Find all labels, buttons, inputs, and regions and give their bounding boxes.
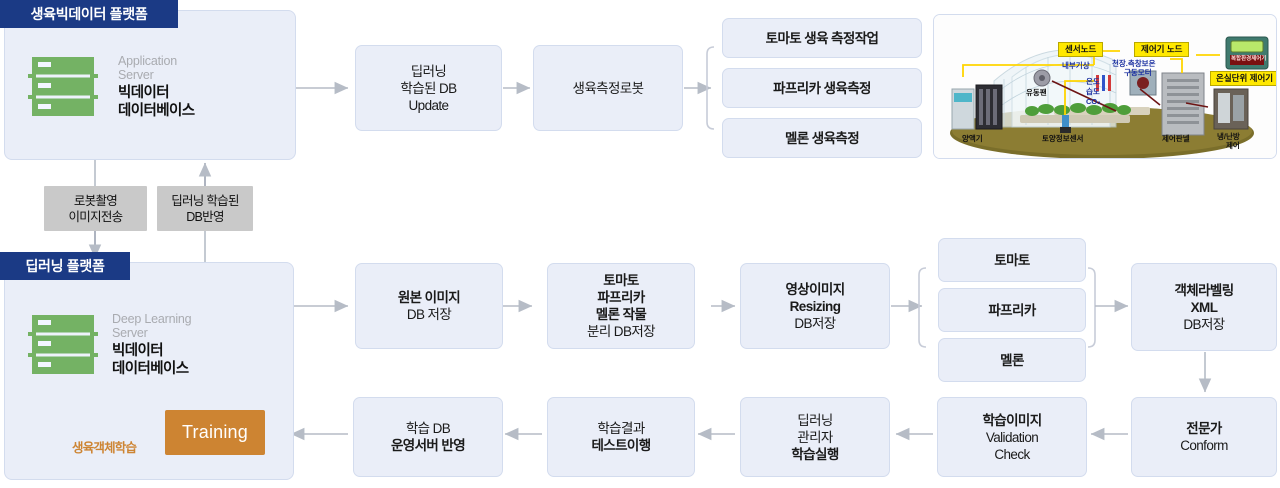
node-line: Validation: [985, 429, 1039, 445]
training-box[interactable]: Training: [165, 410, 265, 455]
node-line: 원본 이미지: [397, 290, 461, 305]
node-line: DB저장: [1183, 316, 1225, 332]
deep-learning-server-text: Deep Learning Server 빅데이터 데이터베이스: [112, 312, 287, 378]
greenhouse-label-drive-motor: 구동모터: [1124, 68, 1152, 77]
greenhouse-tag-sensor-node: 센서노드: [1058, 42, 1104, 57]
node-line: 분리 DB저장: [587, 324, 656, 339]
node-line: 영상이미지: [785, 281, 845, 297]
growth-object-learning-caption: 생육객체학습: [72, 441, 137, 455]
deep-learning-server-sub-line1: Deep Learning: [112, 312, 192, 326]
node-image-resizing-db-store[interactable]: 영상이미지 Resizing DB저장: [740, 263, 890, 349]
node-line: 생육측정로봇: [572, 80, 645, 96]
node-line: DB저장: [794, 315, 836, 331]
node-line: 멜론: [1000, 352, 1024, 368]
greenhouse-photo-frame: 센서노드 제어기 노드 온실단위 제어기 내부기상 천장.측창보온 구동모터 온…: [933, 14, 1277, 159]
node-paprika-growth-measurement[interactable]: 파프리카 생육측정: [722, 68, 922, 108]
node-tomato-growth-measurement-task[interactable]: 토마토 생육 측정작업: [722, 18, 922, 58]
node-expert-conform[interactable]: 전문가 Conform: [1131, 397, 1277, 477]
growth-bigdata-server-main-line2: 데이터베이스: [118, 103, 195, 119]
node-line: 토마토: [603, 273, 639, 288]
chip-robot-image-transfer-line2: 이미지전송: [68, 209, 123, 224]
node-crop-melon[interactable]: 멜론: [938, 338, 1086, 382]
node-growth-measure-robot[interactable]: 생육측정로봇: [533, 45, 683, 131]
node-line: XML: [1190, 299, 1218, 315]
node-crop-split-db-store[interactable]: 토마토 파프리카 멜론 작물 분리 DB저장: [547, 263, 695, 349]
greenhouse-label-temperature: 온도: [1086, 77, 1100, 86]
growth-bigdata-server-sub-line2: Server: [118, 68, 154, 82]
growth-bigdata-server-sub-line1: Application: [118, 54, 177, 68]
node-crop-tomato[interactable]: 토마토: [938, 238, 1086, 282]
greenhouse-illustration-icon: [950, 36, 1269, 158]
greenhouse-label-hvac-1: 냉/난방: [1217, 132, 1240, 141]
node-line: 딥러닝: [410, 63, 447, 79]
node-line: 파프리카: [597, 290, 645, 305]
deep-learning-server-sub-line2: Server: [112, 326, 148, 340]
chip-deep-learning-db-reflect: 딥러닝 학습된 DB반영: [157, 186, 253, 231]
node-training-image-validation-check[interactable]: 학습이미지 Validation Check: [937, 397, 1087, 477]
node-line: 운영서버 반영: [390, 438, 466, 453]
node-line: 토마토: [994, 252, 1030, 268]
chip-robot-image-transfer-line1: 로봇촬영: [73, 193, 118, 208]
growth-bigdata-platform-title: 생육빅데이터 플랫폼: [0, 0, 178, 28]
greenhouse-label-control-panel: 제어판넬: [1162, 134, 1190, 143]
greenhouse-label-circulation-fan: 유동팬: [1026, 88, 1047, 97]
node-line: 학습 DB: [405, 421, 451, 436]
node-deep-learning-manager-run[interactable]: 딥러닝 관리자 학습실행: [740, 397, 890, 477]
node-crop-paprika[interactable]: 파프리카: [938, 288, 1086, 332]
node-line: 객체라벨링: [1174, 282, 1234, 298]
node-line: 파프리카 생육측정: [773, 80, 871, 96]
deep-learning-server-icon: [28, 315, 98, 375]
node-line: 테스트이행: [591, 438, 651, 453]
greenhouse-label-ceiling-side-insulation: 천장.측창보온: [1112, 59, 1156, 68]
node-line: 학습된 DB: [400, 80, 457, 96]
node-line: Resizing: [789, 298, 841, 314]
node-object-labeling-xml-db[interactable]: 객체라벨링 XML DB저장: [1131, 263, 1277, 351]
greenhouse-label-internal-weather: 내부기상: [1062, 61, 1090, 70]
node-line: DB 저장: [406, 307, 452, 322]
greenhouse-label-nutrient-supply: 양액기: [962, 134, 983, 143]
node-raw-image-db-store[interactable]: 원본 이미지 DB 저장: [355, 263, 503, 349]
greenhouse-label-hvac-2: 제어: [1226, 141, 1240, 150]
node-line: Conform: [1180, 438, 1228, 453]
chip-deep-learning-db-reflect-line1: 딥러닝 학습된: [171, 193, 239, 208]
node-line: 학습결과: [597, 421, 645, 436]
growth-bigdata-server-main-line1: 빅데이터: [118, 85, 170, 101]
node-line: 학습이미지: [982, 412, 1042, 428]
node-line: 파프리카: [988, 302, 1036, 318]
deep-learning-server-main-line1: 빅데이터: [112, 343, 164, 359]
growth-bigdata-platform-title-text: 생육빅데이터 플랫폼: [30, 6, 148, 22]
deep-learning-platform-title: 딥러닝 플랫폼: [0, 252, 130, 280]
deep-learning-platform-title-text: 딥러닝 플랫폼: [25, 258, 105, 274]
growth-bigdata-server-text: Application Server 빅데이터 데이터베이스: [118, 54, 288, 120]
chip-deep-learning-db-reflect-line2: DB반영: [186, 209, 224, 224]
node-deep-db-update[interactable]: 딥러닝 학습된 DB Update: [355, 45, 502, 131]
growth-bigdata-server-icon: [28, 57, 98, 117]
chip-robot-image-transfer: 로봇촬영 이미지전송: [44, 186, 147, 231]
node-line: Check: [994, 446, 1030, 462]
node-line: 관리자: [797, 429, 833, 445]
greenhouse-label-co2: CO₂: [1086, 97, 1101, 106]
node-line: 멜론 생육측정: [784, 130, 860, 146]
node-learn-db-operational-server[interactable]: 학습 DB 운영서버 반영: [353, 397, 503, 477]
greenhouse-label-soil-sensor: 토양정보센서: [1042, 134, 1084, 143]
training-box-label: Training: [182, 422, 248, 442]
greenhouse-tag-greenhouse-unit-controller: 온실단위 제어기: [1210, 71, 1276, 86]
node-line: 멜론 작물: [595, 307, 647, 322]
node-learning-result-test[interactable]: 학습결과 테스트이행: [547, 397, 695, 477]
greenhouse-tag-controller-node: 제어기 노드: [1134, 42, 1190, 57]
greenhouse-label-device-face: 복합환경제어기: [1231, 56, 1267, 62]
node-line: 딥러닝: [797, 412, 833, 428]
node-line: 전문가: [1186, 421, 1222, 436]
node-line: 토마토 생육 측정작업: [765, 30, 879, 46]
node-line: 학습실행: [791, 446, 839, 462]
node-line: Update: [408, 97, 450, 113]
deep-learning-server-main-line2: 데이터베이스: [112, 361, 189, 377]
node-melon-growth-measurement[interactable]: 멜론 생육측정: [722, 118, 922, 158]
greenhouse-label-humidity: 습도: [1086, 87, 1100, 96]
